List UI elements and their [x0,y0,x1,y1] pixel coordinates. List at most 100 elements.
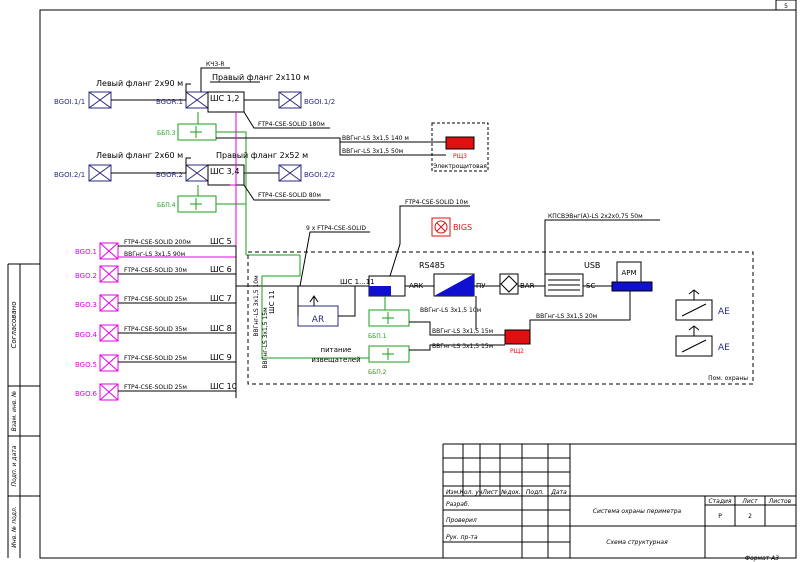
bbp1-plus [382,312,394,324]
flank-line-left-1 [111,83,191,101]
power-arm [529,300,631,335]
ae-1 [675,289,713,321]
label-bgo5-cable: FTP4-CSE-SOLID 25м [124,355,187,362]
guard-room-labels: FTP4-CSE-SOLID 10м BIGS КПСВЭВнг(А)-LS 2… [253,199,748,382]
label-bgo5: BGO.5 [75,361,97,369]
label-rs485: RS485 [419,261,445,270]
label-bgo2-cable: FTP4-CSE-SOLID 30м [124,267,187,274]
sheet-frame [7,0,797,559]
tb-header-sign: Подп. [526,489,544,496]
label-shs6: ШС 6 [210,265,232,274]
label-bgo11: BGOI.1/1 [54,98,85,106]
label-kps: КПСВЭВнг(А)-LS 2х2х0,75 50м [548,213,643,220]
bar-block [499,273,519,295]
bar-diamond [500,275,518,293]
label-bbp2: ББП.2 [368,369,387,376]
page-number: 5 [784,3,788,10]
tb-header-kol: Кол. уч [460,489,483,496]
rsh2-panel [504,329,531,345]
label-vvg10: ВВГнг-LS 3х1,5 10м [420,307,481,314]
label-shs8: ШС 8 [210,324,232,333]
tb-stage: Р [718,513,722,520]
guard-room [236,205,754,385]
kchz-lead [200,67,230,92]
label-vvg15b: ВВГнг-LS 3х1,5 15м [432,343,493,350]
label-ftp9: 9 х FTP4-CSE-SOLID [306,225,366,232]
bbp1-box [368,309,410,327]
ftp9-line [299,231,370,287]
label-bgo1: BGO.1 [75,248,97,256]
label-bbp1: ББП.1 [368,333,387,340]
tb-header-doc: №док. [500,489,521,496]
ark-block-fill [369,286,391,296]
label-rsh2: РЩ2 [510,348,524,355]
side-stamp-sign: Подп. и дата [11,445,18,486]
label-bgo6: BGO.6 [75,390,98,398]
label-right-flank-1: Правый фланг 2х110 м [212,73,309,82]
label-shs11: ШС 11 [268,290,276,314]
label-pu: ПУ [476,282,486,290]
detector-bgo21 [88,164,112,182]
label-power2: извещателей [311,356,360,364]
label-shs9: ШС 9 [210,353,232,362]
green-power-riser [216,131,247,255]
label-bbp3: ББП.3 [157,130,176,137]
label-bigs: BIGS [453,223,472,232]
pu-fill [434,274,474,296]
label-bbp4: ББП.4 [157,202,176,209]
label-elshield: Электрощитовая [433,163,487,170]
tb-row-checked: Проверил [446,517,477,524]
label-ae2: AE [718,343,730,353]
box-shs12 [207,91,245,113]
label-room: Пом. охраны [708,375,748,382]
bgo-4: BGO.4 FTP4-CSE-SOLID 35м ШС 8 [75,324,236,342]
label-left-flank-1: Левый фланг 2х90 м [96,79,183,88]
label-left-flank-2: Левый фланг 2х60 м [96,151,183,160]
tb-row-head: Рук. пр-та [446,534,478,541]
bbp3-plus [190,126,202,138]
ae-2 [675,325,713,357]
vvg50-line [339,142,446,156]
label-shs5: ШС 5 [210,237,232,246]
label-shs34: ШС 3,4 [210,167,239,176]
side-stamp-inv: Инв. № подл. [11,506,18,547]
label-shs10: ШС 10 [210,382,237,391]
arm-base [611,281,653,292]
ftp80-line [243,184,330,201]
vvg140-line [216,137,446,143]
label-ae1: AE [718,307,730,317]
label-vvg15a: ВВГнг-LS 3х1,5 15м [432,328,493,335]
ftp10-drop [389,243,401,277]
label-bgo1-cable2: ВВГнг-LS 3х1,5 90м [124,251,185,258]
kps-line [544,219,660,274]
detector-bgo11 [88,91,112,109]
label-bgo6-cable: FTP4-CSE-SOLID 25м [124,384,187,391]
label-ftp180: FTP4-CSE-SOLID 180м [258,121,325,128]
detector-bgor2 [185,164,209,182]
bigs-cross [436,222,446,232]
tb-sheet-label: Лист [741,498,758,505]
label-right-flank-2: Правый фланг 2х52 м [216,151,308,160]
bgo-chain: BGO.1 FTP4-CSE-SOLID 200м ВВГнг-LS 3х1,5… [75,237,237,401]
bbp2-plus [382,348,394,360]
tb-sheet-title: Схема структурная [606,539,668,546]
detector-bgo22 [278,164,302,182]
label-shs12: ШС 1,2 [210,94,239,103]
label-arm: АРМ [621,269,636,277]
label-bgo21: BGOI.2/1 [54,171,85,179]
label-power1: питание [321,346,352,354]
detector-bgor1 [185,91,209,109]
power-bbp1 [409,321,505,336]
flank-line-left-2 [111,157,191,174]
label-bgo1-cable1: FTP4-CSE-SOLID 200м [124,239,191,246]
label-shs111: ШС 1...11 [340,278,375,286]
label-rsh3: РЩ3 [453,153,467,160]
label-ar: AR [312,315,324,325]
format-label: Формат А3 [745,555,779,562]
label-bgo4: BGO.4 [75,331,98,339]
label-vvg-v2: ВВГнг-LS 3х1,5 15м [262,307,269,368]
rsh3-panel [445,136,475,150]
tb-doc-title: Система охраны периметра [593,508,682,515]
bigs-circle [434,220,448,234]
perimeter-top-labels: BGOI.1/1 BGOI.1/2 BGOR.1 BGOI.2/1 BGOI.2… [54,61,487,209]
